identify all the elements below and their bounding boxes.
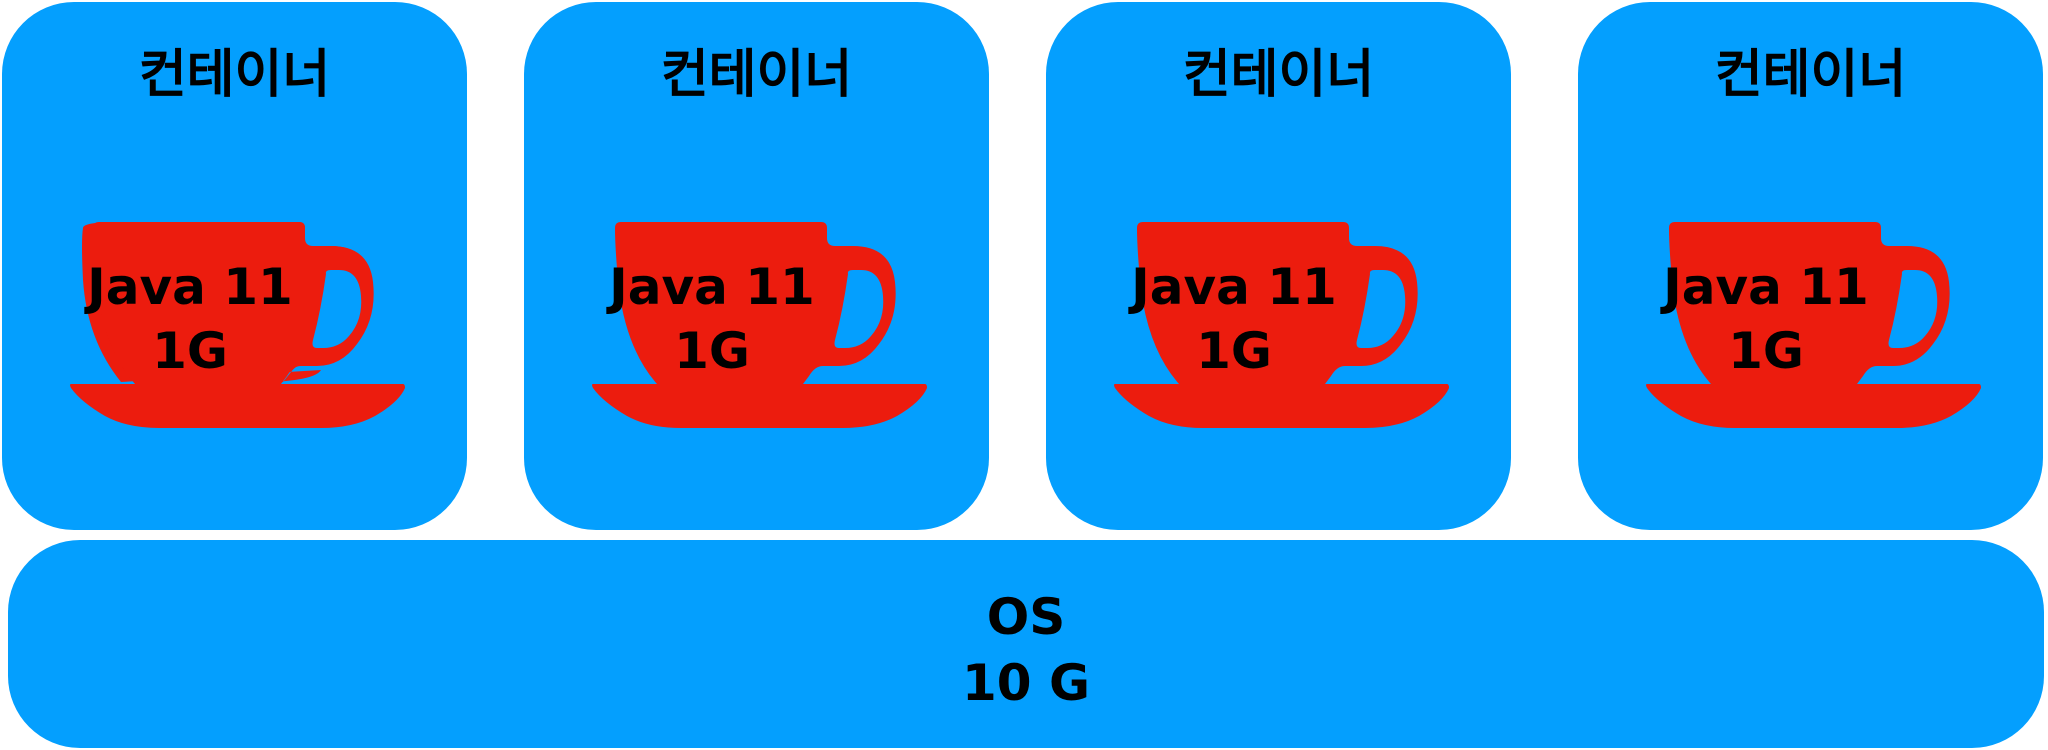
container-title: 컨테이너 bbox=[1182, 45, 1375, 105]
java-coffee-cup-icon bbox=[1646, 222, 1981, 428]
java-coffee-cup-icon bbox=[1114, 222, 1449, 428]
runtime-memory: 1G bbox=[674, 322, 750, 380]
container-box-3: 컨테이너 Java 11 1G bbox=[1046, 2, 1511, 530]
runtime-memory: 1G bbox=[152, 322, 228, 380]
runtime-memory: 1G bbox=[1728, 322, 1804, 380]
container-title: 컨테이너 bbox=[138, 45, 331, 105]
os-label: OS bbox=[986, 588, 1066, 646]
java-runtime-label: Java 11 1G bbox=[1641, 255, 1891, 383]
container-box-1: 컨테이너 Java 11 1G bbox=[2, 2, 467, 530]
java-runtime-label: Java 11 1G bbox=[587, 255, 837, 383]
container-box-4: 컨테이너 Java 11 1G bbox=[1578, 2, 2043, 530]
os-label-group: OS 10 G bbox=[8, 584, 2044, 716]
runtime-name: Java 11 bbox=[1131, 258, 1337, 316]
os-memory: 10 G bbox=[961, 654, 1091, 712]
container-box-2: 컨테이너 Java 11 1G bbox=[524, 2, 989, 530]
container-title: 컨테이너 bbox=[660, 45, 853, 105]
java-runtime-label: Java 11 1G bbox=[65, 255, 315, 383]
runtime-name: Java 11 bbox=[609, 258, 815, 316]
java-coffee-cup-icon bbox=[592, 222, 927, 428]
runtime-memory: 1G bbox=[1196, 322, 1272, 380]
java-coffee-cup-icon bbox=[70, 222, 405, 428]
runtime-name: Java 11 bbox=[87, 258, 293, 316]
os-layer-box: OS 10 G bbox=[8, 540, 2044, 748]
container-title: 컨테이너 bbox=[1714, 45, 1907, 105]
java-runtime-label: Java 11 1G bbox=[1109, 255, 1359, 383]
runtime-name: Java 11 bbox=[1663, 258, 1869, 316]
